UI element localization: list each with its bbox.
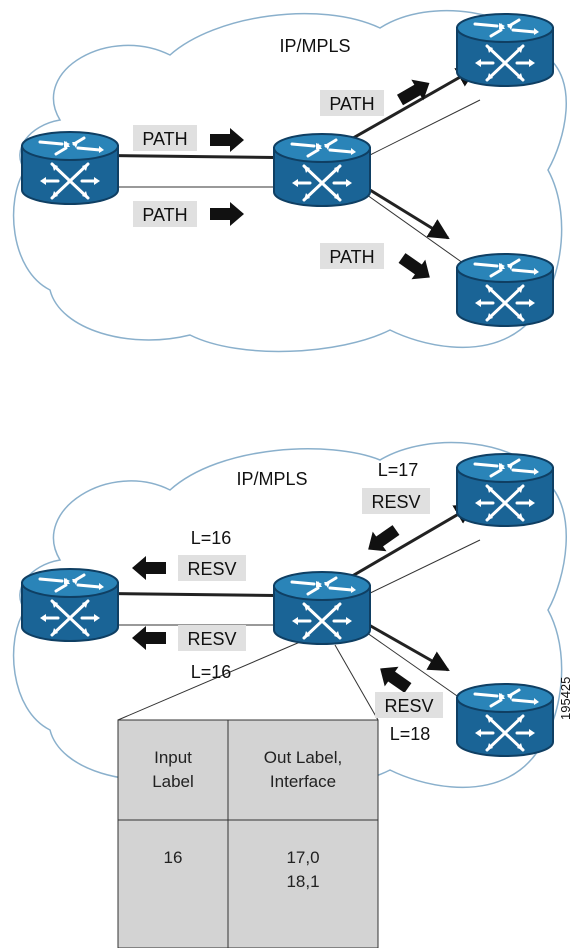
zoom-line-left <box>117 641 301 721</box>
cell-out-label-line1: 17,0 <box>286 848 319 867</box>
path-arrow-icon <box>395 248 437 288</box>
bottom-link-upper-alt <box>359 539 481 599</box>
path-message-label: PATH <box>329 94 374 114</box>
resv-arrow-icon <box>361 520 403 560</box>
label-value-17: L=17 <box>378 460 419 480</box>
router-bottom-center <box>272 570 372 646</box>
resv-badge-bg <box>362 488 430 514</box>
path-arrow-icon <box>210 202 244 226</box>
zoom-line-right <box>334 644 379 721</box>
top-cloud-label: IP/MPLS <box>279 36 350 56</box>
resv-message-label: RESV <box>187 559 236 579</box>
resv-badge-bg <box>178 555 246 581</box>
figure-id: 195425 <box>558 677 573 720</box>
resv-badge-bg <box>178 625 246 651</box>
path-badge-bg <box>320 243 384 269</box>
router-top-lower-right <box>455 252 555 328</box>
path-badge-bg <box>133 125 197 151</box>
label-value-16: L=16 <box>191 662 232 682</box>
router-bottom-lower-right <box>455 682 555 758</box>
resv-arrow-icon <box>132 556 166 580</box>
router-bottom-left <box>20 567 120 643</box>
router-bottom-upper-right <box>455 452 555 528</box>
resv-arrow-icon <box>373 658 415 698</box>
path-message-label: PATH <box>142 205 187 225</box>
resv-arrow-icon <box>132 626 166 650</box>
top-diagram: IP/MPLS PATH PATH PATH PATH <box>12 9 567 353</box>
resv-message-label: RESV <box>187 629 236 649</box>
cell-input-label: 16 <box>164 848 183 867</box>
resv-badge-bg <box>375 692 443 718</box>
header-input-label-line1: Input <box>154 748 192 767</box>
label-value-18: L=18 <box>390 724 431 744</box>
header-out-label-line2: Interface <box>270 772 336 791</box>
bottom-diagram: IP/MPLS L=17 RESV L=16 RESV RESV L=16 RE <box>12 441 567 793</box>
path-message-label: PATH <box>329 247 374 267</box>
bottom-link-lower-alt <box>359 627 471 706</box>
label-table-bg <box>117 719 379 948</box>
header-out-label-line1: Out Label, <box>264 748 342 767</box>
path-badge-bg <box>320 90 384 116</box>
path-arrow-icon <box>394 72 436 111</box>
top-link-upper-alt <box>359 99 481 161</box>
path-badge-bg <box>133 201 197 227</box>
cell-out-label-line2: 18,1 <box>286 872 319 891</box>
top-link-lower-alt <box>359 189 471 269</box>
bottom-cloud-label: IP/MPLS <box>236 469 307 489</box>
path-message-label: PATH <box>142 129 187 149</box>
router-top-left <box>20 130 120 206</box>
header-input-label-line2: Label <box>152 772 194 791</box>
router-top-upper-right <box>455 12 555 88</box>
path-arrow-icon <box>210 128 244 152</box>
label-value-16: L=16 <box>191 528 232 548</box>
resv-message-label: RESV <box>371 492 420 512</box>
resv-message-label: RESV <box>384 696 433 716</box>
router-top-center <box>272 132 372 208</box>
label-table: Input Label Out Label, Interface 16 17,0… <box>117 719 379 948</box>
